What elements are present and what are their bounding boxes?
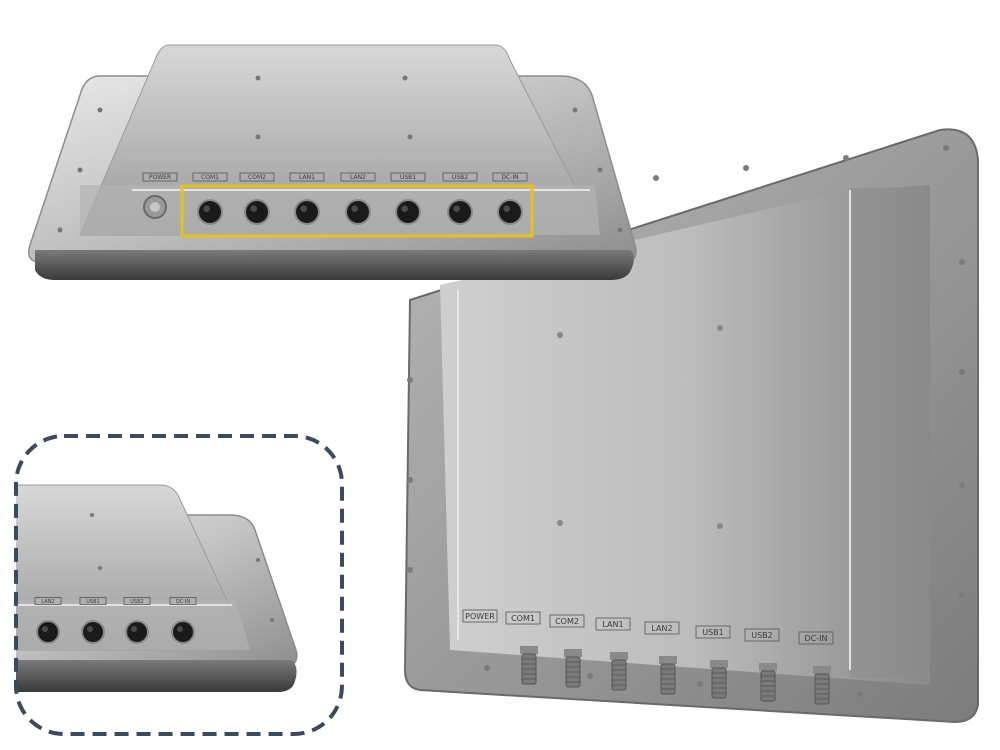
back-port-label: POWER bbox=[462, 609, 498, 623]
back-port-label-text: COM1 bbox=[511, 614, 535, 623]
back-view-housing bbox=[440, 185, 930, 685]
top-connector bbox=[294, 199, 320, 225]
detail-connectors bbox=[36, 620, 195, 644]
back-port-label-text: USB1 bbox=[702, 628, 724, 637]
detail-port-label: USB2 bbox=[123, 597, 151, 605]
top-port-label: COM1 bbox=[192, 172, 228, 182]
top-port-label: DC-IN bbox=[492, 172, 528, 182]
back-connector bbox=[813, 666, 831, 705]
top-connector bbox=[395, 199, 421, 225]
top-connectors bbox=[197, 199, 523, 225]
top-port-label-text: LAN2 bbox=[350, 174, 366, 181]
detail-port-label: USB1 bbox=[79, 597, 107, 605]
detail-port-labels: LAN2 USB1 USB2 DC-IN bbox=[34, 597, 197, 605]
back-connector bbox=[520, 646, 538, 685]
back-port-label-text: LAN2 bbox=[651, 624, 672, 633]
top-connector bbox=[197, 199, 223, 225]
back-port-labels: POWER COM1 COM2 LAN1 LAN2 USB1 USB2 DC-IN bbox=[462, 609, 834, 645]
back-port-label: LAN1 bbox=[595, 617, 631, 631]
back-screw bbox=[557, 332, 563, 338]
back-port-label: USB1 bbox=[695, 625, 731, 639]
detail-view-panel: LAN2 USB1 USB2 DC-IN bbox=[14, 434, 344, 736]
top-port-label-text: COM1 bbox=[201, 174, 219, 181]
top-port-label: POWER bbox=[142, 172, 178, 182]
back-view-side-rail bbox=[850, 188, 928, 678]
back-port-label-text: LAN1 bbox=[602, 620, 623, 629]
back-port-label: COM1 bbox=[505, 611, 541, 625]
top-port-label-text: USB1 bbox=[400, 174, 416, 181]
back-port-label: LAN2 bbox=[644, 621, 680, 635]
top-port-label: LAN1 bbox=[289, 172, 325, 182]
top-port-label: COM2 bbox=[239, 172, 275, 182]
frame-screws bbox=[407, 145, 965, 697]
back-port-label-text: USB2 bbox=[751, 631, 773, 640]
back-port-label: DC-IN bbox=[798, 631, 834, 645]
detail-connector bbox=[125, 620, 149, 644]
back-port-label-text: DC-IN bbox=[805, 634, 828, 643]
back-screw bbox=[557, 520, 563, 526]
detail-port-label: LAN2 bbox=[34, 597, 62, 605]
detail-port-label-text: LAN2 bbox=[41, 599, 54, 605]
top-port-label-text: USB2 bbox=[452, 174, 468, 181]
top-view-panel: POWER COM1 COM2 LAN1 LAN2 USB1 USB2 DC-IN bbox=[28, 44, 637, 280]
top-port-label: USB2 bbox=[442, 172, 478, 182]
detail-port-label-text: DC-IN bbox=[176, 599, 191, 605]
detail-port-label: DC-IN bbox=[169, 597, 197, 605]
detail-dashed-frame bbox=[14, 434, 344, 736]
top-port-label-text: COM2 bbox=[248, 174, 266, 181]
detail-rim bbox=[16, 660, 297, 692]
back-port-label-text: COM2 bbox=[555, 617, 579, 626]
top-port-label-text: POWER bbox=[149, 174, 171, 181]
top-connector bbox=[497, 199, 523, 225]
back-port-label: COM2 bbox=[549, 614, 585, 628]
top-connector bbox=[244, 199, 270, 225]
top-view-rim bbox=[35, 250, 634, 280]
top-port-label: USB1 bbox=[390, 172, 426, 182]
detail-connector bbox=[171, 620, 195, 644]
back-connector bbox=[564, 649, 582, 688]
back-screw bbox=[717, 523, 723, 529]
connector-highlight-box bbox=[180, 184, 534, 238]
detail-port-label-text: USB2 bbox=[130, 599, 143, 605]
back-screw bbox=[717, 325, 723, 331]
back-connector bbox=[659, 656, 677, 695]
top-port-labels: POWER COM1 COM2 LAN1 LAN2 USB1 USB2 DC-IN bbox=[142, 172, 528, 182]
detail-port-label-text: USB1 bbox=[86, 599, 99, 605]
back-connectors bbox=[520, 646, 831, 705]
top-connector bbox=[447, 199, 473, 225]
back-port-label-text: POWER bbox=[465, 612, 495, 621]
detail-connector bbox=[36, 620, 60, 644]
top-port-label-text: LAN1 bbox=[299, 174, 315, 181]
top-port-label: LAN2 bbox=[340, 172, 376, 182]
back-port-label: USB2 bbox=[744, 628, 780, 642]
back-connector bbox=[759, 663, 777, 702]
back-connector bbox=[610, 652, 628, 691]
top-port-label-text: DC-IN bbox=[501, 174, 518, 181]
detail-connector bbox=[81, 620, 105, 644]
back-connector bbox=[710, 660, 728, 699]
top-connector bbox=[345, 199, 371, 225]
